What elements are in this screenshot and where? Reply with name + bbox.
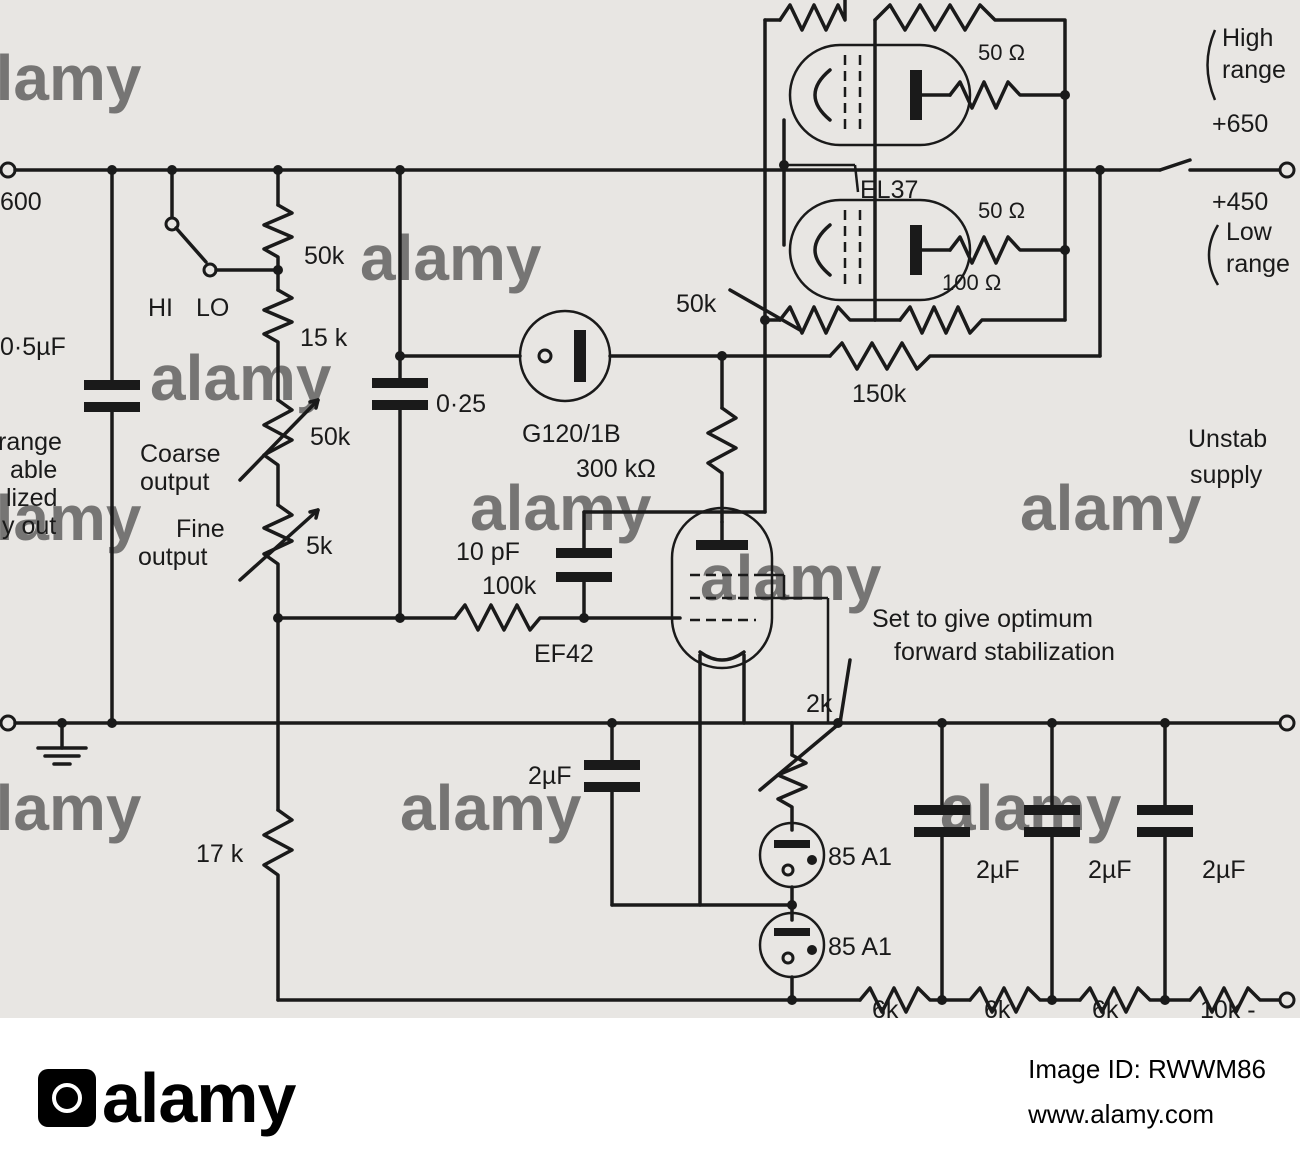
label-lo: LO: [196, 294, 229, 322]
label-el37: EL37: [860, 176, 918, 204]
labels: High range +650 600 +450 Low range 50 Ω …: [0, 24, 1290, 1018]
terminal-ground: [0, 714, 17, 732]
watermark: alamy: [0, 42, 142, 114]
label-17k: 17 k: [196, 840, 244, 868]
label-85a1-top: 85 A1: [828, 843, 892, 871]
watermark: alamy: [470, 472, 652, 544]
circuit-schematic: alamy alamy alamy alamy alamy alamy alam…: [0, 0, 1296, 1018]
watermark: alamy: [360, 222, 542, 294]
label-6k-c: 6k: [1092, 996, 1119, 1018]
label-6k-a: 6k: [872, 996, 899, 1018]
label-50k-top: 50k: [304, 242, 345, 270]
label-100k: 100k: [482, 572, 537, 600]
label-coarse-output: output: [140, 468, 210, 496]
label-150k: 150k: [852, 380, 907, 408]
label-2k: 2k: [806, 690, 833, 718]
image-meta: Image ID: RWWM86 www.alamy.com: [1028, 1054, 1266, 1130]
alamy-logo-icon: [38, 1068, 96, 1127]
watermark: alamy: [150, 342, 332, 414]
label-hi: HI: [148, 294, 173, 322]
label-plus650: +650: [1212, 110, 1268, 138]
note-line-2: forward stabilization: [894, 638, 1115, 666]
watermark: alamy: [0, 772, 142, 844]
label-50k-coarse: 50k: [310, 423, 351, 451]
image-id: Image ID: RWWM86: [1028, 1054, 1266, 1084]
brand-name: alamy: [102, 1059, 296, 1137]
watermark: alamy: [700, 542, 882, 614]
label-15k: 15 k: [300, 324, 348, 352]
label-low: Low: [1226, 218, 1273, 246]
label-0-25: 0·25: [436, 390, 486, 418]
brand-logo[interactable]: alamy: [38, 1058, 296, 1138]
label-10k: 10k -: [1200, 996, 1256, 1018]
label-10pf: 10 pF: [456, 538, 520, 566]
el37-lower-envelope: [788, 198, 972, 302]
terminal-600v: [0, 161, 17, 179]
wiring: [0, 0, 1296, 1014]
stock-footer: alamy Image ID: RWWM86 www.alamy.com: [0, 1018, 1300, 1171]
label-85a1-bottom: 85 A1: [828, 933, 892, 961]
ef42-tube-envelope: [670, 506, 774, 670]
label-50-ohm-bottom: 50 Ω: [978, 198, 1025, 223]
label-50k-grid: 50k: [676, 290, 717, 318]
label-lized: lized: [6, 484, 57, 512]
watermark: alamy: [1020, 472, 1202, 544]
label-6k-b: 6k: [984, 996, 1011, 1018]
label-able: able: [10, 456, 57, 484]
watermark: alamy: [400, 772, 582, 844]
label-coarse: Coarse: [140, 440, 221, 468]
label-range: range: [0, 428, 62, 456]
label-supply: supply: [1190, 461, 1263, 489]
el37-upper-envelope: [788, 43, 972, 147]
label-2uf-mid: 2µF: [528, 762, 572, 790]
label-g120: G120/1B: [522, 420, 621, 448]
label-range-low: range: [1226, 250, 1290, 278]
label-0-5uf: 0·5µF: [0, 333, 66, 361]
label-ef42: EF42: [534, 640, 594, 668]
label-100-ohm: 100 Ω: [942, 270, 1001, 295]
label-2uf-b: 2µF: [1088, 856, 1132, 884]
watermark: alamy: [0, 482, 142, 554]
label-y-out: y out: [2, 512, 56, 540]
label-5k-fine: 5k: [306, 532, 333, 560]
terminal-ground-right: [1278, 714, 1296, 732]
terminal-plus450: [1278, 161, 1296, 179]
label-fine: Fine: [176, 515, 225, 543]
label-50-ohm-top: 50 Ω: [978, 40, 1025, 65]
note-line-1: Set to give optimum: [872, 605, 1093, 633]
label-300k: 300 kΩ: [576, 455, 656, 483]
label-fine-output: output: [138, 543, 208, 571]
label-plus450: +450: [1212, 188, 1268, 216]
label-600: 600: [0, 188, 42, 216]
label-unstab: Unstab: [1188, 425, 1267, 453]
label-high: High: [1222, 24, 1273, 52]
label-2uf-a: 2µF: [976, 856, 1020, 884]
label-2uf-c: 2µF: [1202, 856, 1246, 884]
label-range-high: range: [1222, 56, 1286, 84]
site-link[interactable]: www.alamy.com: [1028, 1099, 1214, 1129]
